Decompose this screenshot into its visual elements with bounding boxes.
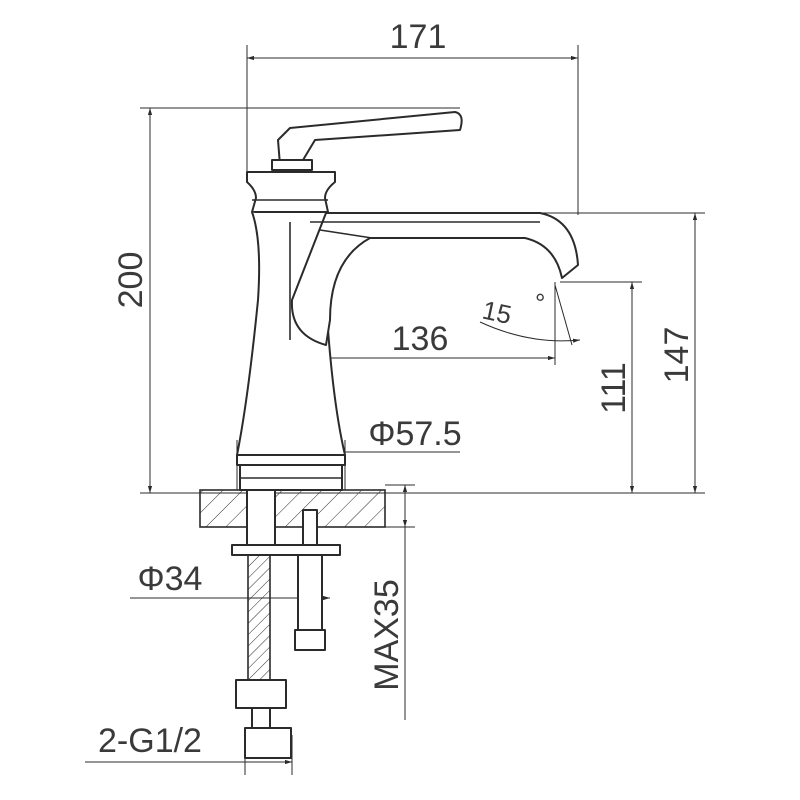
dim-overall-height: 200 (112, 252, 150, 309)
dim-connection: 2-G1/2 (98, 722, 202, 760)
faucet-body (236, 111, 579, 491)
dim-overall-width: 171 (390, 18, 447, 56)
dim-spout-top-height: 147 (658, 327, 696, 384)
dim-base-diameter: Φ57.5 (368, 415, 461, 453)
mounting-hardware (231, 489, 341, 759)
countertop-section (199, 489, 386, 528)
dim-max-deck-thickness: MAX35 (368, 579, 406, 691)
dim-outlet-height: 111 (595, 362, 633, 414)
degree-symbol: ° (535, 288, 545, 318)
dimension-lines (85, 55, 698, 765)
dim-spout-angle: 15 (480, 295, 515, 330)
dim-spout-reach: 136 (392, 320, 449, 358)
dim-mount-diameter: Φ34 (138, 560, 203, 598)
